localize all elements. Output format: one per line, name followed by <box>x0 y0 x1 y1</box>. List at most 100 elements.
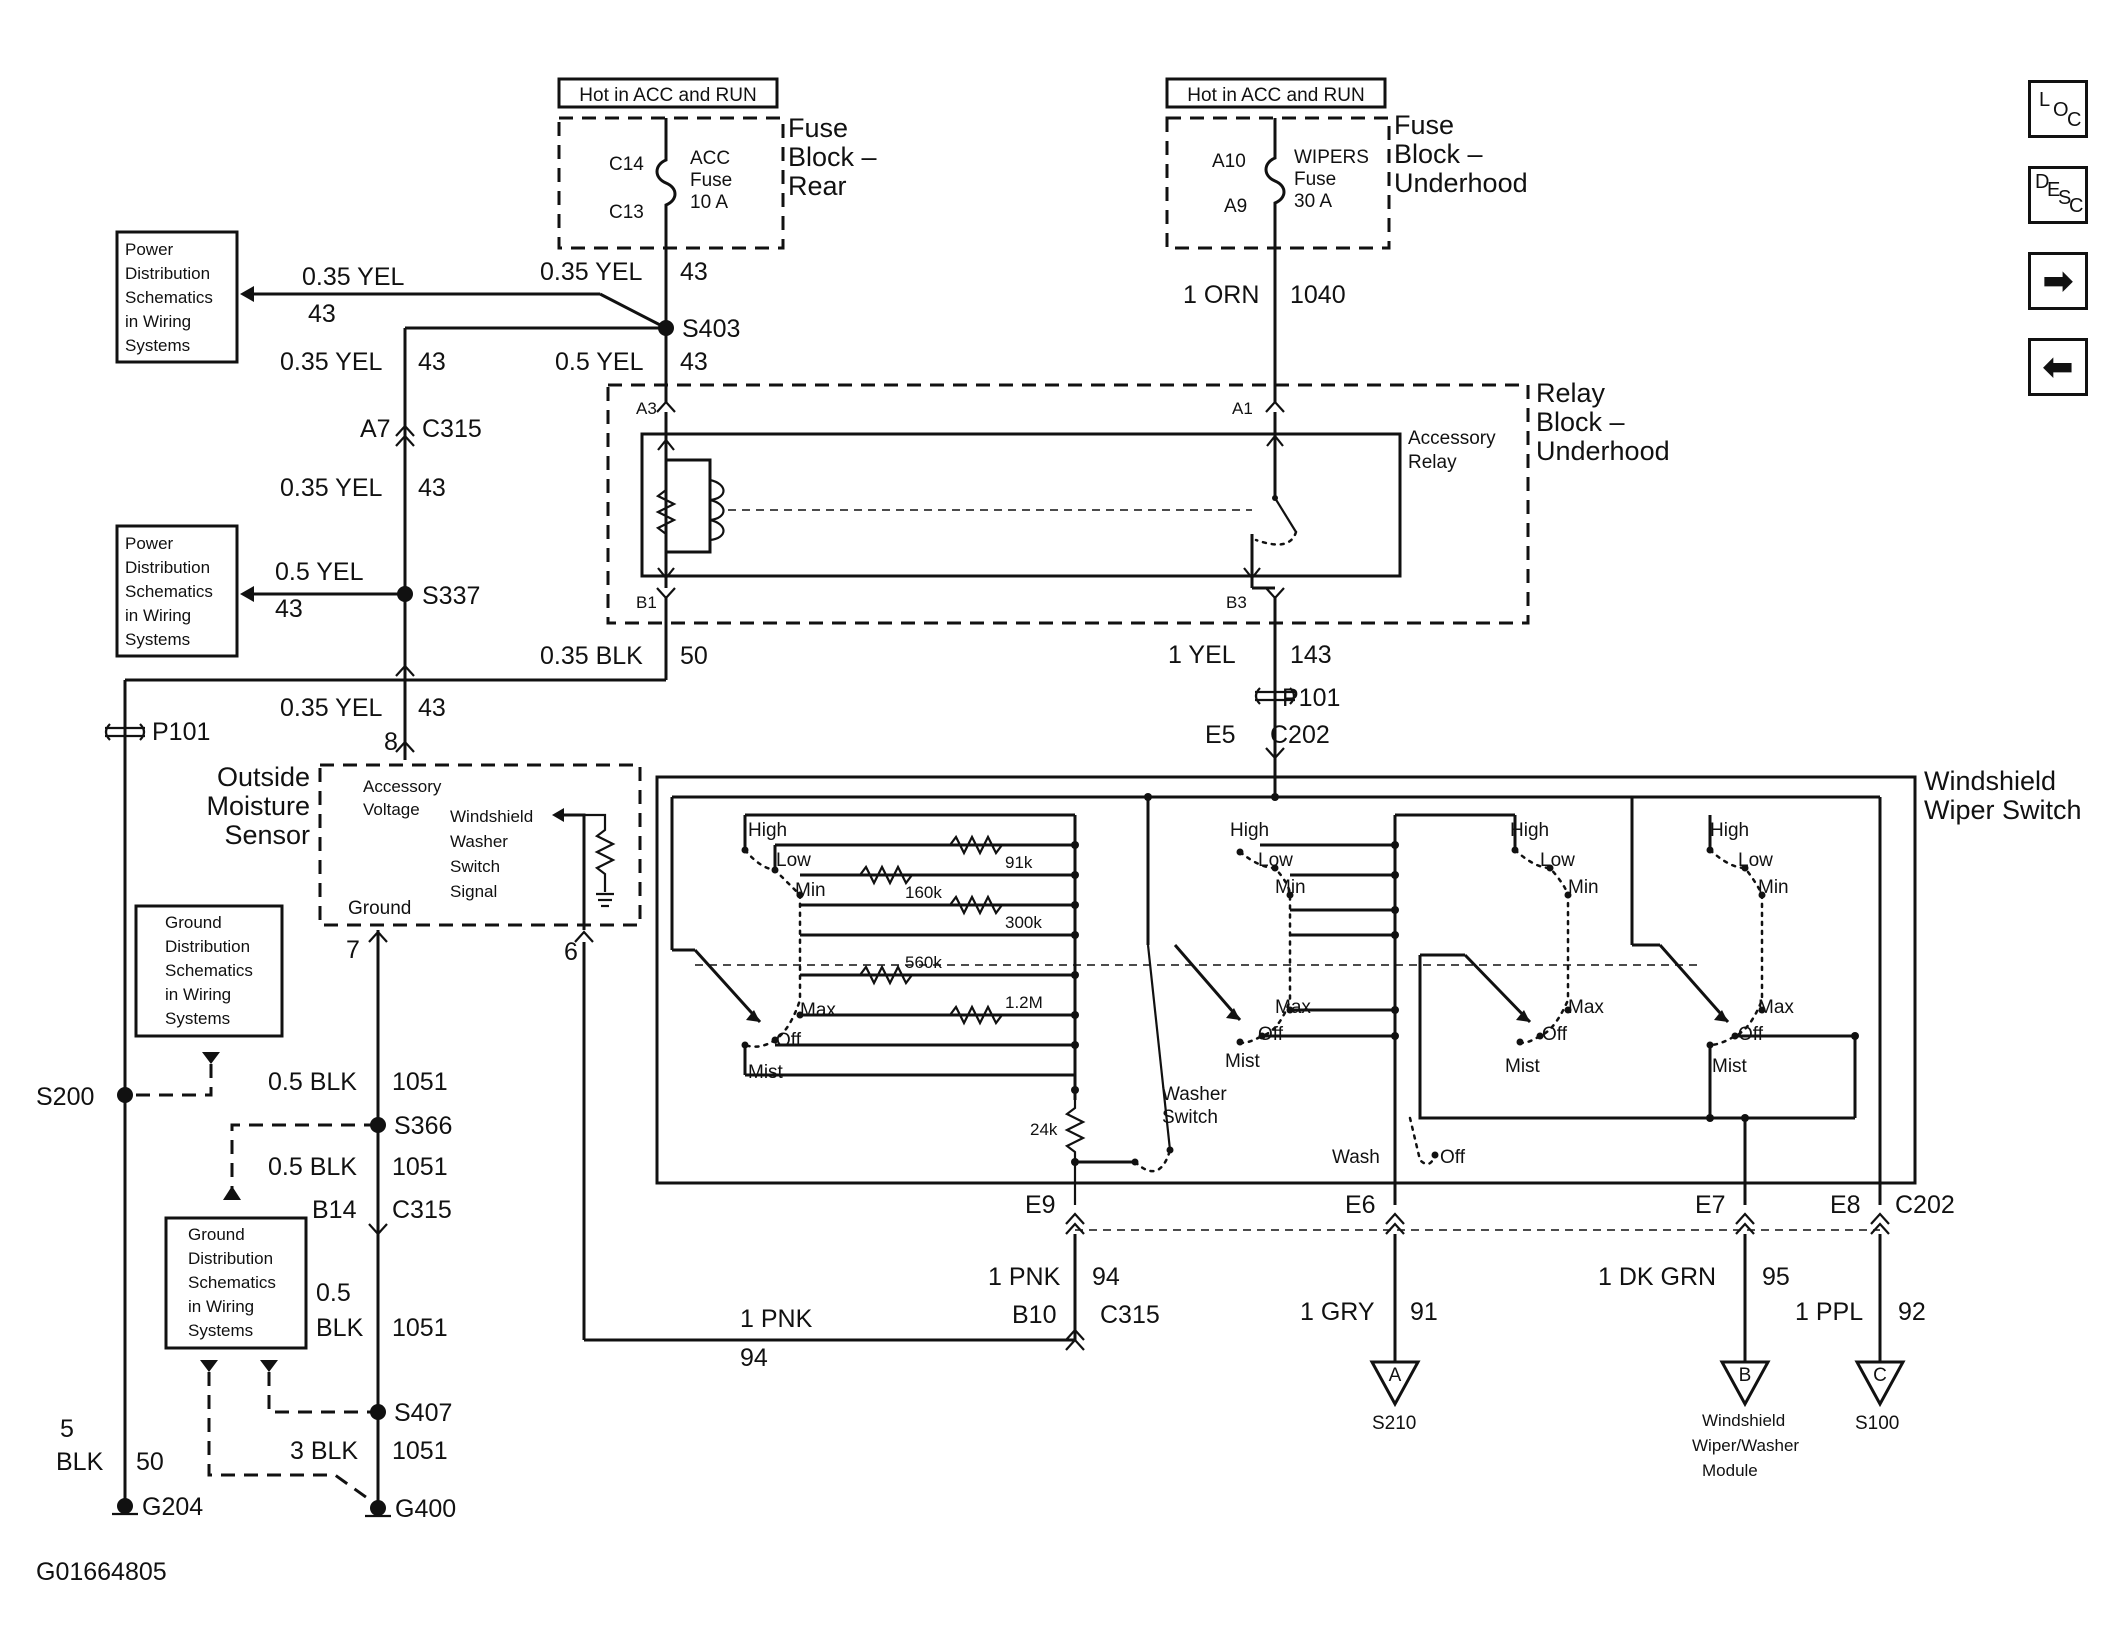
wire-label-2-num: 43 <box>308 300 336 328</box>
power-dist-2-line-1: Power <box>125 534 174 553</box>
ground-g204: G204 <box>142 1493 203 1521</box>
fuse-block-underhood-label-3: Underhood <box>1394 168 1528 198</box>
s1-arm-arrow-icon <box>746 1010 760 1022</box>
desc-d: D <box>2035 171 2050 193</box>
power-dist-1-line-2: Distribution <box>125 264 210 283</box>
offpage-b-letter: B <box>1739 1365 1752 1386</box>
s4-high: High <box>1710 820 1749 841</box>
fuse-block-rear-label-2: Block – <box>788 142 877 172</box>
wire-label-8-num: 50 <box>680 642 708 670</box>
s1-off: Off <box>776 1030 802 1051</box>
relay-contact-travel <box>1254 530 1298 546</box>
ground-distribution-box-2 <box>164 1216 308 1350</box>
wire-label-5: 0.35 YEL <box>280 474 383 502</box>
s1-high: High <box>748 820 787 841</box>
next-page-button[interactable]: ➡ <box>2028 252 2088 310</box>
wire-label-13-num: 1051 <box>392 1314 448 1342</box>
desc-s: S <box>2058 187 2072 209</box>
wire-label-15-num: 50 <box>136 1448 164 1476</box>
arrow-right-icon: ➡ <box>2042 260 2074 301</box>
acc-fuse-label-1: ACC <box>690 148 730 169</box>
washer-arm <box>1146 944 1172 1151</box>
wire-label-6-num: 43 <box>275 595 303 623</box>
ground-dist-1-line-1: Ground <box>165 913 222 932</box>
connector-e6-symbol <box>1385 1212 1405 1235</box>
wire-label-7-num: 43 <box>418 694 446 722</box>
location-button[interactable]: L O C <box>2028 80 2088 138</box>
s1-contact-max <box>796 1011 804 1019</box>
power-dist-1-line-4: in Wiring <box>125 312 191 331</box>
splice-s403: S403 <box>682 315 740 343</box>
power-dist-1-line-1: Power <box>125 240 174 259</box>
connector-c202-e5: C202 <box>1270 721 1330 749</box>
connector-b1-symbol <box>656 587 676 600</box>
s4-contact-min <box>1758 891 1766 899</box>
ground-dist-2-line-1: Ground <box>188 1225 245 1244</box>
washer-signal-label-3: Switch <box>450 857 500 876</box>
s3-max: Max <box>1568 997 1604 1018</box>
s2-contact-high <box>1236 848 1244 856</box>
wire-s403-to-power-dist <box>599 292 667 330</box>
s1-max: Max <box>800 1000 836 1021</box>
ladder-node-2 <box>1071 871 1079 879</box>
power-dist-1-line-3: Schematics <box>125 288 213 307</box>
ground-label: Ground <box>348 898 411 919</box>
s1-detent-path <box>743 848 802 1048</box>
relay-coil-loop <box>666 458 712 554</box>
s4-max: Max <box>1758 997 1794 1018</box>
fuse-block-rear-box <box>557 116 785 250</box>
s4-contact-max <box>1758 1006 1766 1014</box>
s4-mist: Mist <box>1712 1056 1748 1077</box>
connector-b14: B14 <box>312 1196 357 1224</box>
wire-label-14-num: 1051 <box>392 1437 448 1465</box>
connector-pin-6: 6 <box>564 938 578 966</box>
moisture-signal-arrow-icon <box>552 808 564 822</box>
e6-node-5 <box>1391 1006 1399 1014</box>
wire-label-8: 0.35 BLK <box>540 642 643 670</box>
s3-contact-mist <box>1516 1038 1524 1046</box>
power-dist-2-line-4: in Wiring <box>125 606 191 625</box>
connector-pin-8: 8 <box>384 728 398 756</box>
s3-off: Off <box>1542 1024 1568 1045</box>
ground-dist-2-line-5: Systems <box>188 1321 253 1340</box>
fuse-pin-c14: C14 <box>609 154 644 175</box>
connector-c315-b10: C315 <box>1100 1301 1160 1329</box>
s1-low: Low <box>776 850 811 871</box>
splice-s366: S366 <box>394 1112 452 1140</box>
washer-signal-label-1: Windshield <box>450 807 533 826</box>
previous-page-button[interactable]: ⬅ <box>2028 338 2088 396</box>
wire-label-9-num: 1040 <box>1290 281 1346 309</box>
s2-high: High <box>1230 820 1269 841</box>
wire-label-3-num: 43 <box>418 348 446 376</box>
resistor-300k <box>949 894 1003 916</box>
s366-ground-link <box>230 1123 378 1200</box>
wire-label-20-num: 92 <box>1898 1298 1926 1326</box>
s3-arm-arrow-icon <box>1516 1010 1530 1022</box>
splice-s407-dot <box>370 1404 386 1420</box>
outside-moisture-sensor-box <box>318 763 642 927</box>
connector-pin-7-symbol <box>368 930 388 943</box>
description-button[interactable]: D E S C <box>2028 166 2088 224</box>
wiper-switch-label-1: Windshield <box>1924 766 2056 796</box>
offpage-a-letter: A <box>1389 1365 1402 1386</box>
connector-e8: E8 <box>1830 1191 1861 1219</box>
wipers-fuse-symbol <box>1264 118 1286 248</box>
wire-label-18: 1 GRY <box>1300 1298 1375 1326</box>
accessory-voltage-label-2: Voltage <box>363 800 420 819</box>
fuse-block-underhood-label-2: Block – <box>1394 139 1483 169</box>
connector-b1: B1 <box>636 593 657 612</box>
power-distribution-box-1 <box>115 230 239 364</box>
desc-e: E <box>2047 179 2061 201</box>
s4-arm-arrow-icon <box>1714 1010 1728 1022</box>
offpage-c-dest: S100 <box>1855 1413 1899 1434</box>
wire-label-4: 0.5 YEL <box>555 348 644 376</box>
s3-contact-max <box>1564 1006 1572 1014</box>
washer-feed-dot <box>1144 793 1152 801</box>
accessory-voltage-label-1: Accessory <box>363 777 442 796</box>
moisture-sensor-label-3: Sensor <box>224 820 310 850</box>
s2-switch-arm <box>1173 944 1242 1021</box>
ground-g400: G400 <box>395 1495 456 1523</box>
s3-high: High <box>1510 820 1549 841</box>
offpage-a-dest: S210 <box>1372 1413 1416 1434</box>
power-distribution-box-2 <box>115 524 239 658</box>
